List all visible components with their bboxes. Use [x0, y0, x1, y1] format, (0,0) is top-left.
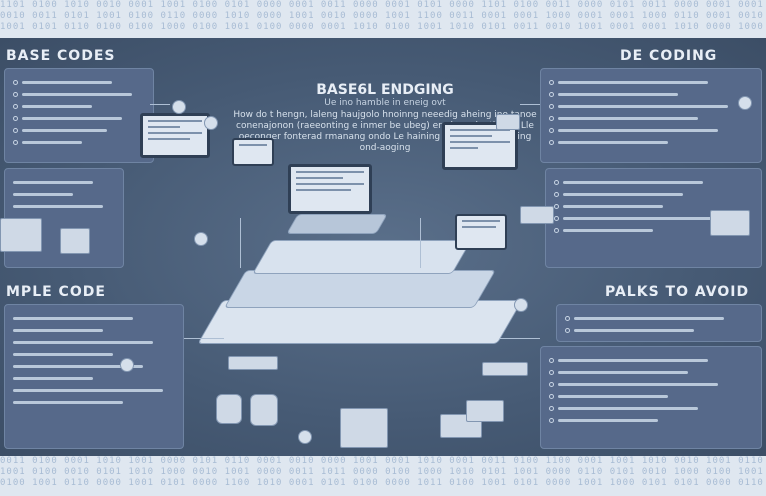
- bullet-icon: [549, 92, 554, 97]
- bullet-icon: [549, 370, 554, 375]
- box-icon: [340, 408, 388, 448]
- middle-plate: [224, 270, 496, 308]
- upper-plate: [252, 240, 472, 274]
- pitfalls-header-panel: [556, 304, 762, 342]
- lock-icon: [172, 100, 186, 114]
- bullet-icon: [549, 104, 554, 109]
- node-icon: [298, 430, 312, 444]
- node-icon: [204, 116, 218, 130]
- bullet-icon: [549, 382, 554, 387]
- bullet-icon: [549, 406, 554, 411]
- binary-line: 0100 1001 0110 0000 1001 0101 0000 1100 …: [0, 478, 766, 488]
- bullet-icon: [565, 328, 570, 333]
- bullet-icon: [554, 204, 559, 209]
- bullet-icon: [13, 80, 18, 85]
- connector-line: [520, 104, 540, 105]
- bullet-icon: [549, 80, 554, 85]
- server-icon: [0, 218, 42, 252]
- binary-line: 1001 0101 0110 0100 0100 1000 0100 1001 …: [0, 22, 766, 32]
- sample-code-panel: [4, 304, 184, 449]
- center-description: How do t hengn, laleng haujgolo hnoinng …: [233, 110, 537, 153]
- cube-icon: [60, 228, 90, 254]
- node-icon: [738, 96, 752, 110]
- module-icon: [710, 210, 750, 236]
- section-title-base-codes: BASE CODES: [6, 48, 116, 64]
- chip-icon: [496, 114, 520, 130]
- user-icon: [120, 358, 134, 372]
- laptop-keyboard: [286, 214, 388, 234]
- connector-line: [150, 104, 170, 105]
- database-icon: [250, 394, 278, 426]
- bullet-icon: [13, 128, 18, 133]
- document-icon: [455, 214, 507, 250]
- bullet-icon: [549, 394, 554, 399]
- center-title: BASE6L ENDGING: [316, 82, 454, 98]
- decoding-panel: [540, 68, 762, 163]
- bullet-icon: [554, 228, 559, 233]
- binary-line: 0010 0011 0101 1001 0100 0110 0000 1010 …: [0, 11, 766, 21]
- connector-line: [500, 338, 540, 339]
- node-icon: [194, 232, 208, 246]
- bullet-icon: [13, 92, 18, 97]
- bullet-icon: [549, 140, 554, 145]
- label-bar: [482, 362, 528, 376]
- node-icon: [514, 298, 528, 312]
- bullet-icon: [565, 316, 570, 321]
- bullet-icon: [549, 128, 554, 133]
- label-bar: [228, 356, 278, 370]
- bullet-icon: [554, 216, 559, 221]
- code-window-left: [140, 113, 210, 158]
- stack-icon: [466, 400, 504, 422]
- binary-line: 0011 0100 0001 1010 1001 0000 0101 0110 …: [0, 456, 766, 466]
- connector-line: [184, 338, 224, 339]
- bullet-icon: [13, 104, 18, 109]
- bullet-icon: [554, 180, 559, 185]
- center-subtitle: Ue ino hamble in eneig ovt: [324, 98, 446, 108]
- bullet-icon: [549, 418, 554, 423]
- bullet-icon: [554, 192, 559, 197]
- binary-line: 1101 0100 1010 0010 0001 1001 0100 0101 …: [0, 0, 766, 10]
- connector-line: [240, 218, 241, 268]
- section-title-decoding: DE CODING: [620, 48, 718, 64]
- pitfalls-panel: [540, 346, 762, 449]
- database-icon: [216, 394, 242, 424]
- binary-footer: 0011 0100 0001 1010 1001 0000 0101 0110 …: [0, 456, 766, 496]
- bullet-icon: [13, 116, 18, 121]
- small-window-icon: [232, 138, 274, 166]
- section-title-pitfalls: PALKS TO AVOID: [605, 284, 750, 300]
- code-window-right: [442, 122, 518, 170]
- section-title-sample-code: MPLE CODE: [6, 284, 106, 300]
- binary-header: 1101 0100 1010 0010 0001 1001 0100 0101 …: [0, 0, 766, 38]
- module-icon: [520, 206, 554, 224]
- bullet-icon: [13, 140, 18, 145]
- binary-line: 1001 0100 0010 0101 1010 1000 0010 1001 …: [0, 467, 766, 477]
- base-codes-panel: [4, 68, 154, 163]
- bullet-icon: [549, 358, 554, 363]
- illustration-stage: BASE CODES DE CODING MPLE CODE PALKS TO …: [0, 38, 766, 456]
- bullet-icon: [549, 116, 554, 121]
- laptop-icon: [288, 164, 372, 214]
- connector-line: [420, 218, 421, 268]
